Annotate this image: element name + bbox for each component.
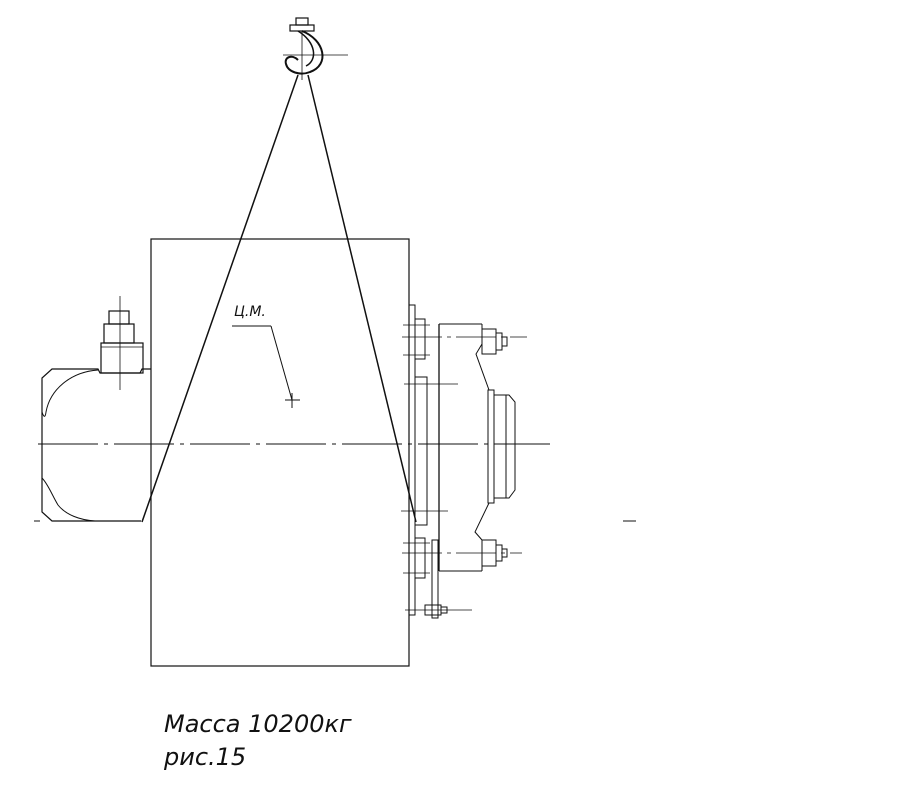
center-of-mass-marker [232, 325, 300, 408]
crane-hook-icon [283, 17, 348, 80]
center-axis [34, 443, 636, 522]
center-of-mass-label: Ц.М. [234, 304, 266, 320]
figure-caption: рис.15 [164, 743, 247, 771]
sling-ropes [141, 74, 417, 523]
left-housing [41, 296, 151, 522]
mass-caption: Масса 10200кг [164, 710, 352, 738]
right-flange-assembly [401, 304, 527, 619]
main-body [150, 238, 410, 667]
